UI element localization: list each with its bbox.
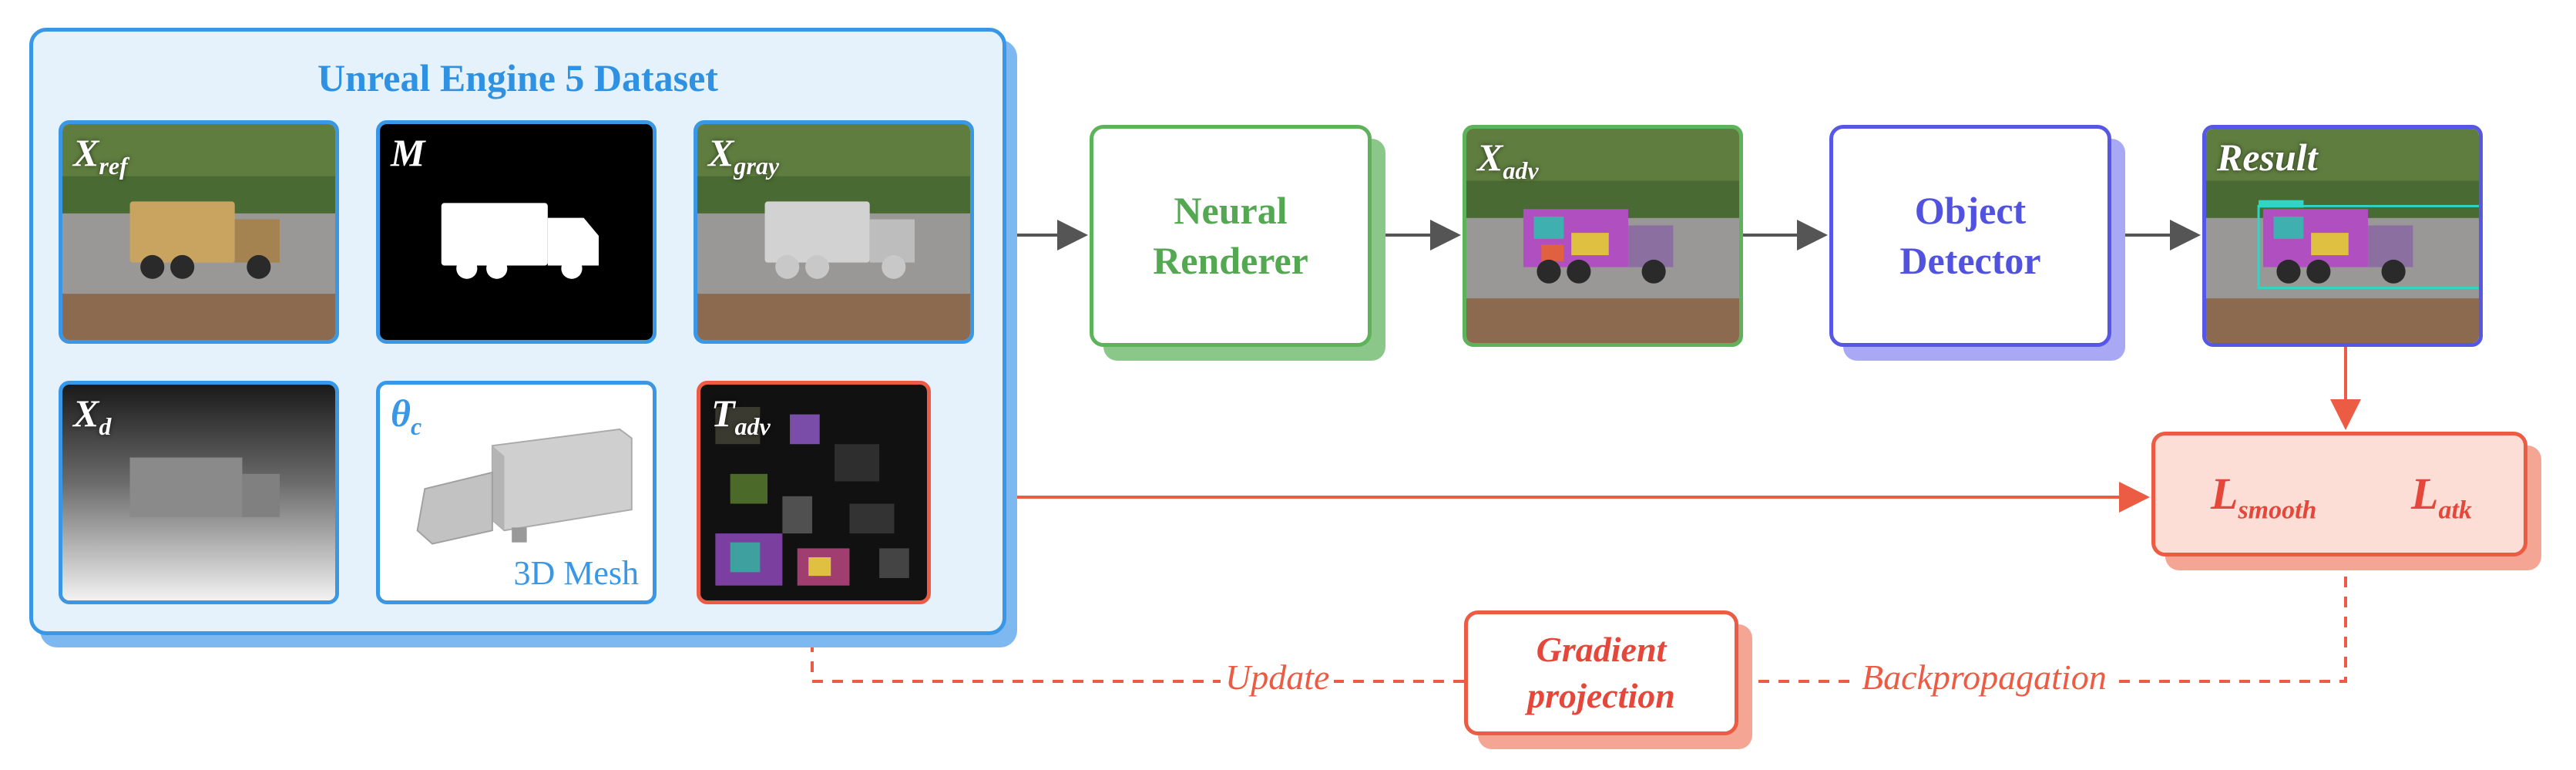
t-adv-texture-image: Tadv — [697, 381, 931, 604]
x-ref-image: Xref — [59, 120, 339, 344]
x-gray-label: Xgray — [708, 131, 780, 180]
t-adv-label: Tadv — [711, 392, 771, 440]
loss-box: Lsmooth Latk — [2151, 432, 2527, 556]
neural-renderer-box: Neural Renderer — [1090, 125, 1372, 347]
update-label: Update — [1221, 657, 1335, 698]
result-image: Result — [2202, 125, 2483, 347]
x-adv-label: Xadv — [1477, 136, 1539, 184]
mask-image: M — [376, 120, 657, 344]
gradient-projection-box: Gradient projection — [1464, 610, 1738, 735]
object-detector-box: Object Detector — [1829, 125, 2111, 347]
x-depth-image: Xd — [59, 381, 339, 604]
dataset-title: Unreal Engine 5 Dataset — [317, 56, 718, 99]
backpropagation-label: Backpropagation — [1857, 657, 2111, 698]
mask-label: M — [391, 131, 425, 174]
loss-atk: Latk — [2411, 469, 2472, 525]
mesh-image: θc 3D Mesh — [376, 381, 657, 604]
x-gray-image: Xgray — [694, 120, 974, 344]
x-adv-image: Xadv — [1463, 125, 1743, 347]
dashed-update-path — [797, 603, 1464, 683]
result-label: Result — [2217, 136, 2318, 179]
x-ref-label: Xref — [73, 131, 128, 180]
theta-c-label: θc — [391, 392, 422, 440]
x-depth-label: Xd — [73, 392, 112, 440]
loss-smooth: Lsmooth — [2211, 469, 2317, 525]
mesh-caption: 3D Mesh — [513, 554, 639, 592]
